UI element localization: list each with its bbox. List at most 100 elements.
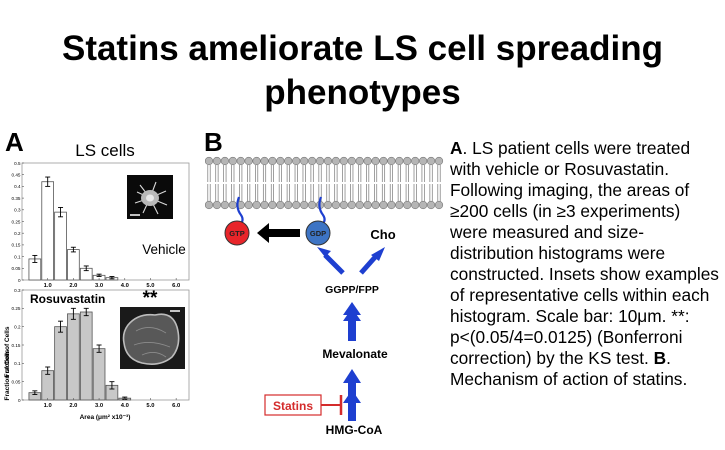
panel-a-letter: A <box>5 127 24 157</box>
y-tick-label: 0.05 <box>12 379 21 384</box>
x-tick-label: 3.0 <box>95 283 103 289</box>
y-tick-label: 0.25 <box>12 306 21 311</box>
x-tick-label: 4.0 <box>121 403 129 409</box>
panel-b-letter: B <box>204 127 223 157</box>
statins-box: Statins <box>264 394 322 416</box>
histogram-bar <box>41 370 55 401</box>
y-tick-label: 0.15 <box>12 243 21 248</box>
top-y-ticks: 0.50.450.40.350.30.250.20.150.10.050 <box>12 161 24 283</box>
y-tick-label: 0.3 <box>14 208 21 213</box>
x-tick-label: 3.0 <box>95 403 103 409</box>
lipid-head <box>371 200 380 210</box>
slide-title-line-2: phenotypes <box>264 73 461 112</box>
lipid-head <box>426 156 436 166</box>
figure-description: A. LS patient cells were treated with ve… <box>450 138 722 390</box>
mevalonate-label: Mevalonate <box>322 347 388 361</box>
gdp-to-gtp-arrow <box>257 223 300 243</box>
lipid-head <box>244 156 253 166</box>
x-tick-label: 1.0 <box>44 403 52 409</box>
x-tick-label: 1.0 <box>44 283 52 289</box>
y-tick-label: 0.4 <box>14 184 21 189</box>
lipid-head <box>315 156 325 166</box>
lipid-head <box>260 200 269 210</box>
lipid-head <box>363 200 372 210</box>
arrow-to-gdp <box>323 253 345 275</box>
lipid-head <box>426 200 436 210</box>
lipid-head <box>379 156 388 166</box>
y-tick-label: 0 <box>18 278 21 283</box>
lipid-head <box>308 200 317 210</box>
x-tick-label: 2.0 <box>69 283 77 289</box>
y-tick-label: 0.45 <box>12 173 21 178</box>
y-tick-label: 0.3 <box>14 288 21 293</box>
lipid-head <box>276 200 285 210</box>
x-tick-label: 5.0 <box>146 283 154 289</box>
ggpp-fpp-label: GGPP/FPP <box>325 284 379 296</box>
y-tick-label: 0.15 <box>12 343 21 348</box>
lipid-head <box>355 200 364 210</box>
vehicle-cell-inset <box>127 175 173 219</box>
lipid-head <box>244 200 253 210</box>
lipid-head <box>434 200 444 210</box>
lipid-head <box>379 200 388 210</box>
lipid-head <box>411 200 420 210</box>
lipid-head <box>419 200 428 210</box>
lipid-head <box>387 156 396 166</box>
lipid-head <box>363 156 372 166</box>
lipid-head <box>292 200 301 210</box>
desc-a-letter: A <box>450 138 463 158</box>
y-tick-label: 0 <box>18 398 21 403</box>
lipid-head <box>347 156 356 166</box>
lipid-head <box>284 200 293 210</box>
lipid-head <box>228 200 237 210</box>
lipid-head <box>403 156 412 166</box>
hmg-coa-label: HMG-CoA <box>326 423 383 437</box>
ls-cells-heading: LS cells <box>75 141 135 160</box>
rosuvastatin-cell-inset <box>120 307 185 369</box>
desc-b-text: . Mechanism of action of statins. <box>450 348 688 389</box>
lipid-head <box>434 156 444 166</box>
y-tick-label: 0.5 <box>14 161 21 166</box>
y-tick-label: 0.35 <box>12 196 21 201</box>
histogram-bar <box>67 313 80 401</box>
lipid-head <box>403 200 412 210</box>
lipid-head <box>228 156 237 166</box>
pathway-vertical-arrows <box>343 302 361 421</box>
lipid-head <box>252 156 261 166</box>
significance-marker: ** <box>143 288 158 309</box>
gtp-node: GTP <box>224 220 250 246</box>
x-tick-label: 6.0 <box>172 283 180 289</box>
bottom-y-axis-label: Fraction of Cells <box>4 349 11 400</box>
y-tick-label: 0.2 <box>14 231 21 236</box>
histogram-bar <box>67 249 80 281</box>
histogram-bar <box>54 211 67 281</box>
lipid-head <box>205 156 214 166</box>
x-axis-label: Area (μm² x10⁻³) <box>80 414 131 421</box>
lipid-head <box>284 156 293 166</box>
lipid-head <box>260 156 269 166</box>
x-tick-label: 6.0 <box>172 403 180 409</box>
lipid-head <box>300 200 309 210</box>
lipid-head <box>419 156 428 166</box>
y-tick-label: 0.1 <box>14 361 21 366</box>
bottom-y-ticks: 0.30.250.20.150.10.050 <box>12 288 24 403</box>
lipid-head <box>395 200 404 210</box>
y-tick-label: 0.25 <box>12 219 21 224</box>
desc-b-letter: B <box>653 348 667 368</box>
lipid-head <box>339 200 348 210</box>
arrow-to-cholesterol <box>359 253 379 275</box>
lipid-head <box>205 200 214 210</box>
vehicle-label: Vehicle <box>142 242 186 257</box>
desc-a-text: . LS patient cells were treated with veh… <box>450 138 719 368</box>
x-tick-label: 4.0 <box>121 283 129 289</box>
lipid-head <box>276 156 285 166</box>
lipid-head <box>323 156 333 166</box>
histogram-bar <box>92 348 106 401</box>
lipid-head <box>212 200 222 210</box>
svg-text:GDP: GDP <box>310 229 326 238</box>
y-tick-label: 0.05 <box>12 266 21 271</box>
histogram-bar <box>54 326 67 401</box>
x-tick-label: 2.0 <box>69 403 77 409</box>
gdp-node: GDP <box>305 220 331 246</box>
